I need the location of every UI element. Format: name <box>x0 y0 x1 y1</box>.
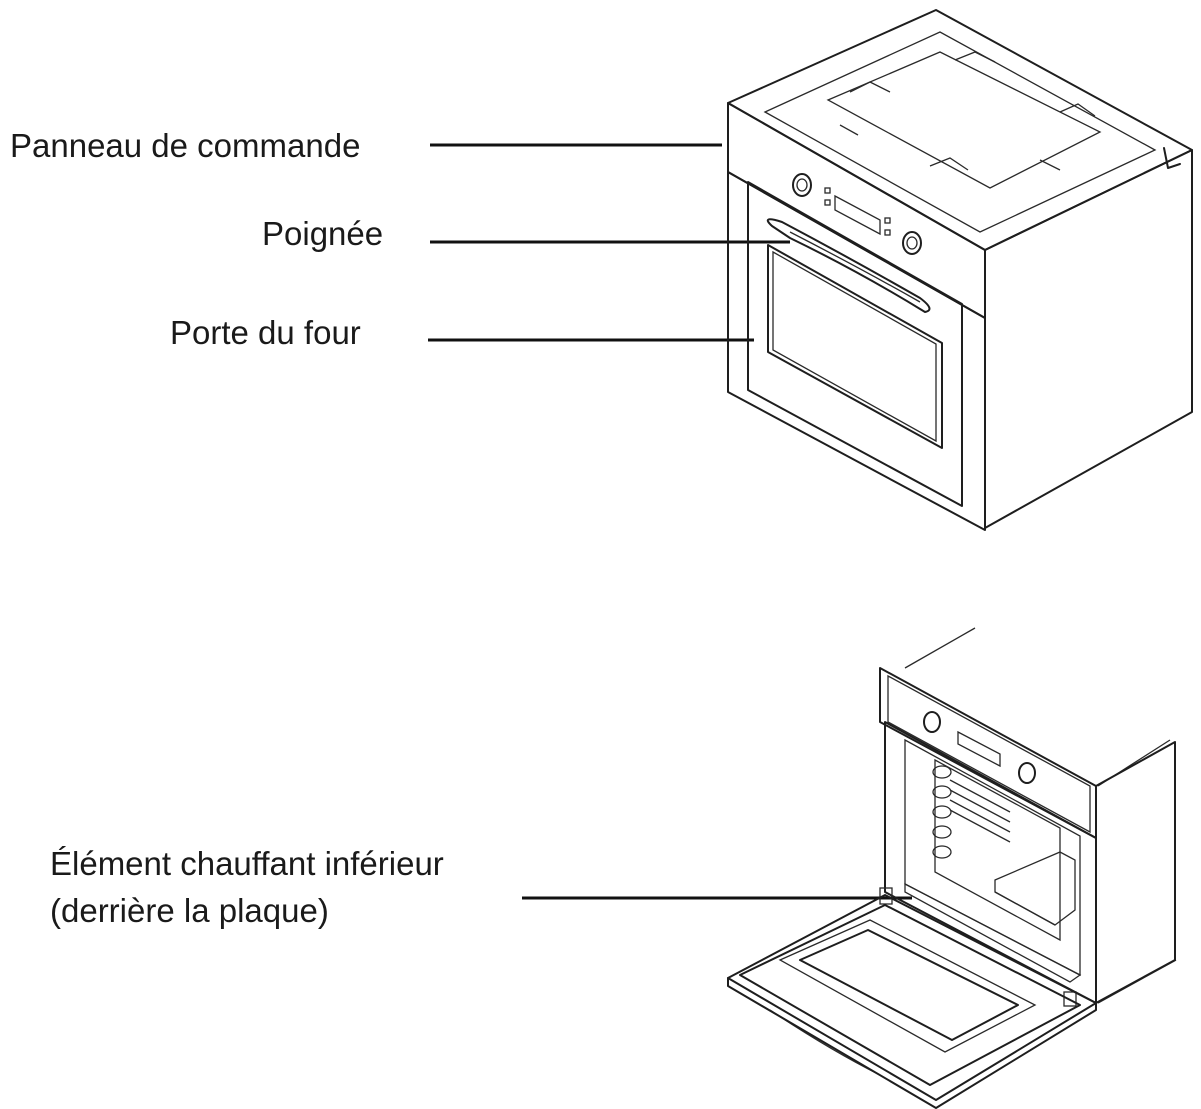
label-bottom-element-line1: Élément chauffant inférieur <box>50 845 444 882</box>
label-bottom-element-line2: (derrière la plaque) <box>50 892 329 929</box>
open-oven-illustration <box>727 627 1177 1109</box>
label-control-panel: Panneau de commande <box>10 127 361 164</box>
closed-oven-illustration <box>727 9 1193 531</box>
label-handle: Poignée <box>262 215 384 252</box>
label-oven-door: Porte du four <box>170 314 361 351</box>
